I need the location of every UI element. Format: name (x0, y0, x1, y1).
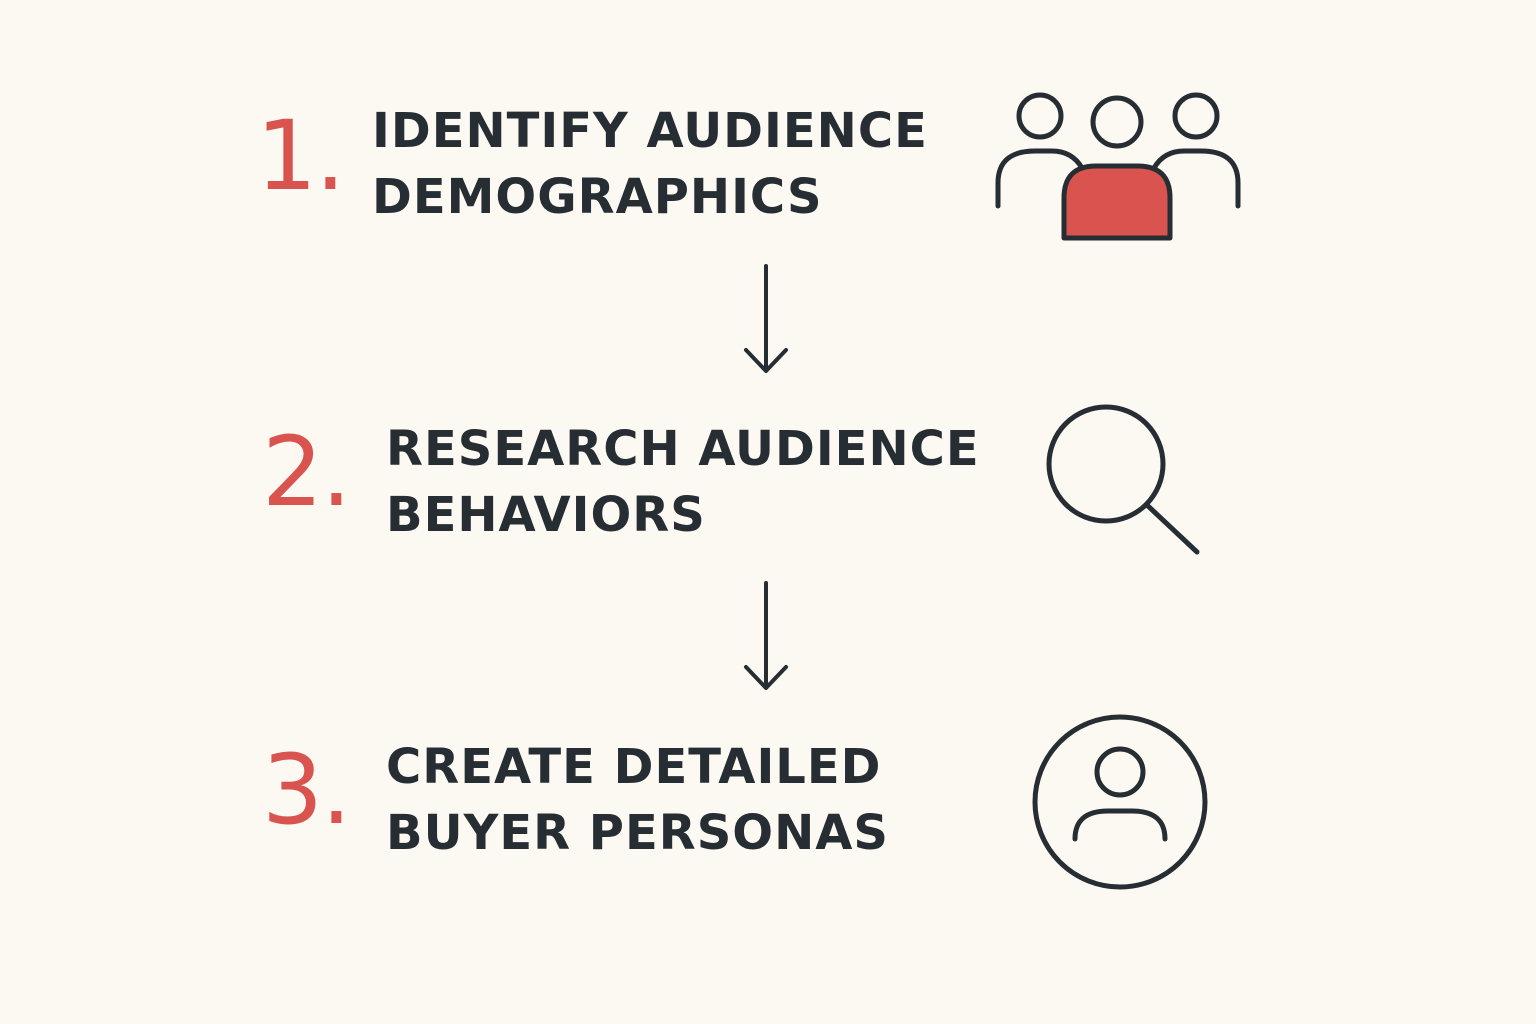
step-3-label-line-2: BUYER PERSONAS (386, 805, 889, 861)
step-2-label: RESEARCH AUDIENCE BEHAVIORS (386, 416, 980, 548)
step-3-label-line-1: CREATE DETAILED (386, 739, 882, 795)
left-person-head (1016, 92, 1064, 140)
left-person-body (995, 148, 1085, 209)
step-1-label-line-1: IDENTIFY AUDIENCE (372, 103, 928, 159)
step-2-number: 2. (262, 416, 352, 528)
step-2-label-line-2: BEHAVIORS (386, 487, 706, 543)
step-1-number: 1. (256, 100, 346, 212)
step-2-label-line-1: RESEARCH AUDIENCE (386, 421, 980, 477)
step-3-label: CREATE DETAILED BUYER PERSONAS (386, 734, 889, 866)
step-3-number: 3. (262, 734, 352, 846)
down-arrow-1 (744, 264, 788, 373)
right-person-body (1151, 148, 1241, 209)
center-person-head (1090, 95, 1144, 149)
step-1-label-line-2: DEMOGRAPHICS (372, 169, 823, 225)
step-1-label: IDENTIFY AUDIENCE DEMOGRAPHICS (372, 98, 928, 230)
group-people-icon (995, 92, 1241, 241)
down-arrow-2 (744, 581, 788, 690)
user-circle-icon (1032, 714, 1208, 890)
magnifier-icon (1046, 404, 1200, 555)
right-person-head (1172, 92, 1220, 140)
center-person-body (1061, 163, 1173, 241)
